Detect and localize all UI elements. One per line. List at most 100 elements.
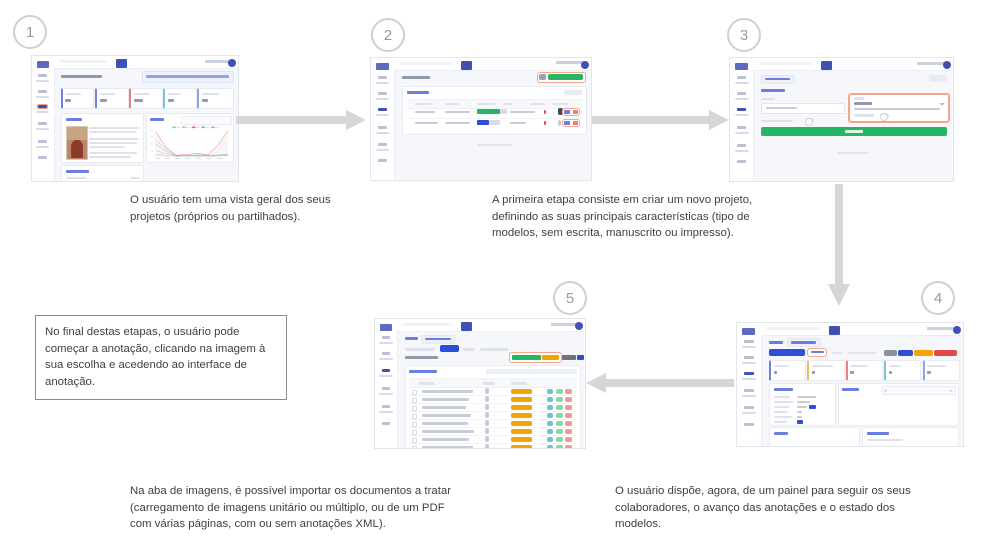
sidebar[interactable] [371, 58, 396, 180]
statistics-filter-select[interactable] [881, 386, 957, 396]
search-input[interactable] [400, 62, 452, 65]
images-tab-screenshot[interactable] [374, 318, 586, 449]
sidebar[interactable] [32, 56, 55, 181]
table-row[interactable] [409, 387, 577, 397]
table-row[interactable] [409, 427, 577, 437]
row-checkbox[interactable] [412, 413, 418, 419]
table-row[interactable] [409, 443, 577, 448]
breadcrumb[interactable] [761, 74, 796, 84]
sidebar-icon-home[interactable] [744, 340, 754, 343]
sidebar-icon-settings[interactable] [38, 140, 48, 143]
secondary-action-button[interactable] [562, 355, 576, 361]
sidebar-icon-projects[interactable] [377, 92, 388, 95]
tab-manage-collaborators[interactable] [479, 348, 508, 351]
table-row[interactable] [409, 411, 577, 421]
row-checkbox[interactable] [412, 429, 418, 435]
more-actions-button[interactable] [577, 355, 585, 361]
grid-apps-icon[interactable] [116, 58, 128, 68]
pagination-controls[interactable] [485, 369, 577, 375]
import-images-button[interactable] [511, 355, 542, 361]
row-checkbox[interactable] [412, 445, 418, 448]
dashboard-screenshot[interactable] [31, 55, 239, 182]
sidebar-icon-projects[interactable] [737, 92, 747, 95]
sidebar-icon-help[interactable] [737, 160, 747, 163]
project-name-input[interactable] [761, 102, 846, 114]
import-actions-group[interactable] [508, 352, 562, 364]
tab-images[interactable] [440, 345, 460, 353]
row-checkbox[interactable] [412, 389, 418, 395]
sidebar-icon-home[interactable] [377, 76, 388, 79]
sidebar-icon-help[interactable] [377, 159, 388, 162]
grid-apps-icon[interactable] [460, 321, 472, 331]
grid-apps-icon[interactable] [829, 325, 841, 335]
table-row[interactable] [407, 118, 583, 129]
avatar[interactable] [580, 60, 589, 69]
import-pdf-button[interactable] [542, 355, 559, 361]
row-checkbox[interactable] [412, 405, 418, 411]
sidebar-icon-models[interactable] [377, 126, 388, 129]
toggle-switch-2[interactable] [879, 112, 889, 121]
model-type-card[interactable] [848, 92, 950, 123]
table-row[interactable] [409, 395, 577, 405]
select-all-link[interactable] [409, 370, 437, 374]
sidebar-icon-active[interactable] [377, 108, 388, 111]
sidebar-icon-settings[interactable] [737, 144, 747, 147]
sidebar[interactable] [737, 323, 762, 446]
row-checkbox[interactable] [412, 421, 418, 427]
new-project-button[interactable] [548, 74, 584, 81]
sidebar-icon-active[interactable] [737, 108, 747, 111]
sidebar-icon-settings[interactable] [377, 143, 388, 146]
avatar[interactable] [952, 325, 961, 334]
sidebar-icon-projects[interactable] [381, 352, 391, 355]
tab-images[interactable] [807, 347, 828, 357]
sidebar-icon-models[interactable] [381, 387, 391, 390]
sidebar[interactable] [375, 319, 399, 448]
avatar[interactable] [227, 58, 236, 67]
breadcrumb-projects[interactable] [404, 337, 418, 341]
sidebar-icon-settings[interactable] [744, 406, 754, 409]
toggle-switch-1[interactable] [805, 117, 815, 126]
projects-list-screenshot[interactable] [370, 57, 592, 181]
sidebar-icon-models[interactable] [38, 122, 48, 125]
table-row[interactable] [409, 419, 577, 429]
row-actions[interactable] [562, 107, 580, 116]
tab-manage-collaborators[interactable] [847, 351, 876, 355]
new-project-screenshot[interactable] [729, 57, 954, 182]
avatar[interactable] [574, 321, 583, 330]
row-checkbox[interactable] [412, 437, 418, 443]
breadcrumb-projects[interactable] [768, 340, 783, 344]
tab-models[interactable] [462, 348, 475, 351]
sidebar-icon-dashboard[interactable] [37, 104, 49, 109]
statistics-filter-select[interactable] [181, 116, 232, 126]
chevron-down-icon[interactable] [939, 102, 946, 106]
table-search[interactable] [564, 89, 583, 95]
search-input[interactable] [402, 323, 452, 327]
sidebar-icon-home[interactable] [38, 74, 48, 77]
sidebar-icon-home[interactable] [737, 76, 747, 79]
avatar[interactable] [942, 60, 951, 69]
row-actions[interactable] [562, 118, 580, 127]
table-filter-link[interactable] [406, 90, 429, 94]
project-dashboard-screenshot[interactable] [736, 322, 964, 447]
sidebar-icon-help[interactable] [38, 156, 48, 159]
tab-models[interactable] [831, 351, 842, 355]
create-project-button[interactable] [761, 126, 947, 136]
sidebar-icon-active[interactable] [744, 372, 754, 375]
search-input[interactable] [759, 62, 812, 65]
row-checkbox[interactable] [412, 397, 418, 403]
sidebar-icon-help[interactable] [381, 422, 391, 425]
projects-action-group[interactable] [536, 71, 587, 83]
tab-project-dashboard[interactable] [404, 348, 435, 351]
sidebar-icon-help[interactable] [744, 423, 754, 426]
sidebar-icon-models[interactable] [737, 126, 747, 129]
secondary-button[interactable] [538, 74, 547, 81]
table-row[interactable] [406, 107, 583, 119]
search-input[interactable] [59, 60, 108, 63]
sidebar-icon-projects[interactable] [38, 90, 48, 93]
sidebar-icon-active[interactable] [381, 369, 391, 372]
sidebar-icon-projects[interactable] [744, 356, 754, 359]
sidebar-icon-models[interactable] [744, 389, 754, 392]
grid-apps-icon[interactable] [461, 60, 473, 70]
table-row[interactable] [409, 435, 577, 445]
table-row[interactable] [409, 403, 577, 413]
